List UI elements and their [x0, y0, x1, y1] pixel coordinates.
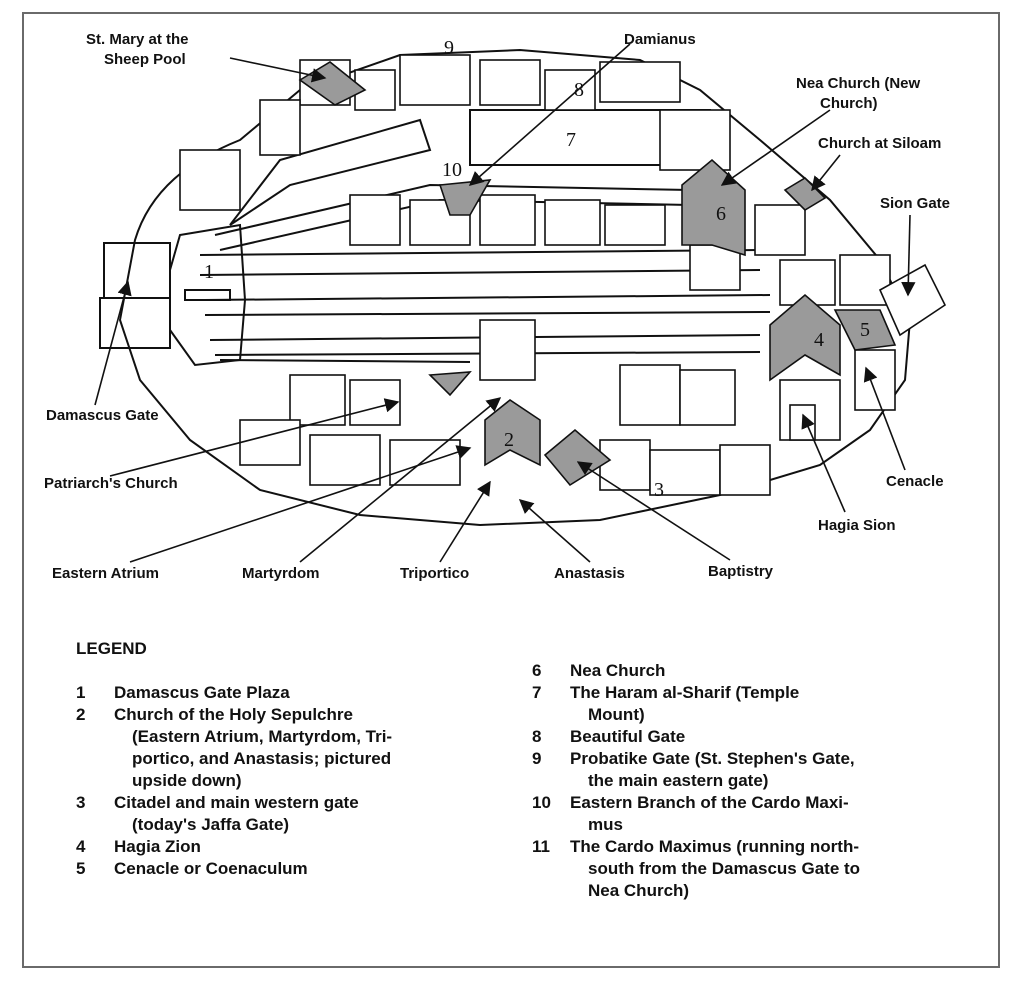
- legend-text: Beautiful Gate: [570, 727, 686, 746]
- label-cenacle: Cenacle: [886, 473, 944, 490]
- plaza-column-icon: [184, 289, 231, 301]
- legend-text: (Eastern Atrium, Martyrdom, Tri-: [132, 727, 393, 746]
- label-patriarchs-church: Patriarch's Church: [44, 475, 178, 492]
- legend-text: south from the Damascus Gate to: [588, 859, 861, 878]
- map-number-2: 2: [504, 429, 514, 451]
- legend-item: 3 Citadel and main western gate (today's…: [76, 792, 496, 836]
- hagia-zion-shape: [769, 293, 841, 382]
- legend-number: 10: [532, 793, 551, 812]
- label-hagia-sion: Hagia Sion: [818, 517, 896, 534]
- legend-item: 9 Probatike Gate (St. Stephen's Gate, th…: [532, 748, 972, 792]
- legend-item: 10 Eastern Branch of the Cardo Maxi- mus: [532, 792, 972, 836]
- legend-item: 5 Cenacle or Coenaculum: [76, 858, 496, 880]
- legend-text: Damascus Gate Plaza: [114, 683, 290, 702]
- legend-item: 1 Damascus Gate Plaza: [76, 682, 496, 704]
- map-number-4: 4: [814, 329, 824, 351]
- legend-right-column: 6 Nea Church 7 The Haram al-Sharif (Temp…: [532, 660, 972, 902]
- legend-text: The Haram al-Sharif (Temple: [570, 683, 800, 702]
- legend-text: mus: [588, 815, 623, 834]
- legend-number: 5: [76, 859, 86, 878]
- legend-number: 8: [532, 727, 542, 746]
- legend-text: Cenacle or Coenaculum: [114, 859, 308, 878]
- label-triportico: Triportico: [400, 565, 469, 582]
- label-nea-church-line1: Nea Church (New: [796, 75, 921, 92]
- map-number-6: 6: [716, 203, 726, 225]
- legend-item: 6 Nea Church: [532, 660, 972, 682]
- legend-text: the main eastern gate): [588, 771, 769, 790]
- label-nea-church-line2: Church): [820, 95, 878, 112]
- label-damascus-gate: Damascus Gate: [46, 407, 159, 424]
- buildings: [179, 54, 896, 496]
- label-baptistry: Baptistry: [708, 563, 774, 580]
- legend-number: 9: [532, 749, 542, 768]
- legend-text: The Cardo Maximus (running north-: [570, 837, 859, 856]
- legend-item: 8 Beautiful Gate: [532, 726, 972, 748]
- map-number-9: 9: [444, 37, 454, 59]
- label-anastasis: Anastasis: [554, 565, 625, 582]
- legend-text: Hagia Zion: [114, 837, 201, 856]
- map-number-7: 7: [566, 129, 576, 151]
- label-church-siloam: Church at Siloam: [818, 135, 941, 152]
- legend-number: 11: [532, 837, 550, 856]
- cenacle-shape: [833, 309, 897, 351]
- map-number-1: 1: [204, 261, 214, 283]
- legend-text: Eastern Branch of the Cardo Maxi-: [570, 793, 849, 812]
- legend-text: (today's Jaffa Gate): [132, 815, 290, 834]
- legend-text: upside down): [132, 771, 242, 790]
- legend-title: LEGEND: [76, 639, 147, 658]
- map-number-5: 5: [860, 319, 870, 341]
- legend-number: 4: [76, 837, 86, 856]
- legend-text: Citadel and main western gate: [114, 793, 359, 812]
- legend-text: portico, and Anastasis; pictured: [132, 749, 392, 768]
- legend-item: 2 Church of the Holy Sepulchre (Eastern …: [76, 704, 496, 792]
- legend-left-column: 1 Damascus Gate Plaza 2 Church of the Ho…: [76, 682, 496, 880]
- legend-number: 7: [532, 683, 542, 702]
- legend-text: Mount): [588, 705, 645, 724]
- leader-arrows: [94, 43, 916, 563]
- legend-text: Church of the Holy Sepulchre: [114, 705, 353, 724]
- legend-number: 6: [532, 661, 542, 680]
- map-labels: St. Mary at the Sheep Pool Damianus Nea …: [44, 31, 950, 582]
- legend-text: Probatike Gate (St. Stephen's Gate,: [570, 749, 855, 768]
- legend-number: 2: [76, 705, 86, 724]
- legend-number: 3: [76, 793, 86, 812]
- baptistry-shape: [543, 428, 612, 487]
- patriarch-shape: [428, 371, 472, 397]
- label-damianus: Damianus: [624, 31, 696, 48]
- map-number-10: 10: [442, 159, 462, 181]
- label-st-mary-line1: St. Mary at the: [86, 31, 189, 48]
- label-st-mary-line2: Sheep Pool: [104, 51, 186, 68]
- legend-item: 7 The Haram al-Sharif (Temple Mount): [532, 682, 972, 726]
- legend-item: 4 Hagia Zion: [76, 836, 496, 858]
- church-siloam-shape: [783, 176, 827, 212]
- sion-gate-structure: [878, 263, 947, 337]
- label-sion-gate: Sion Gate: [880, 195, 950, 212]
- legend-text: Nea Church: [570, 661, 666, 680]
- map-number-3: 3: [654, 479, 664, 501]
- shaded-churches: [298, 61, 897, 487]
- legend-text: Nea Church): [588, 881, 690, 900]
- legend-item: 11 The Cardo Maximus (running north- sou…: [532, 836, 972, 902]
- damascus-gate-tower: [99, 297, 171, 349]
- label-eastern-atrium: Eastern Atrium: [52, 565, 159, 582]
- legend-number: 1: [76, 683, 86, 702]
- sepulchre-shape: [484, 399, 541, 467]
- label-martyrdom: Martyrdom: [242, 565, 320, 582]
